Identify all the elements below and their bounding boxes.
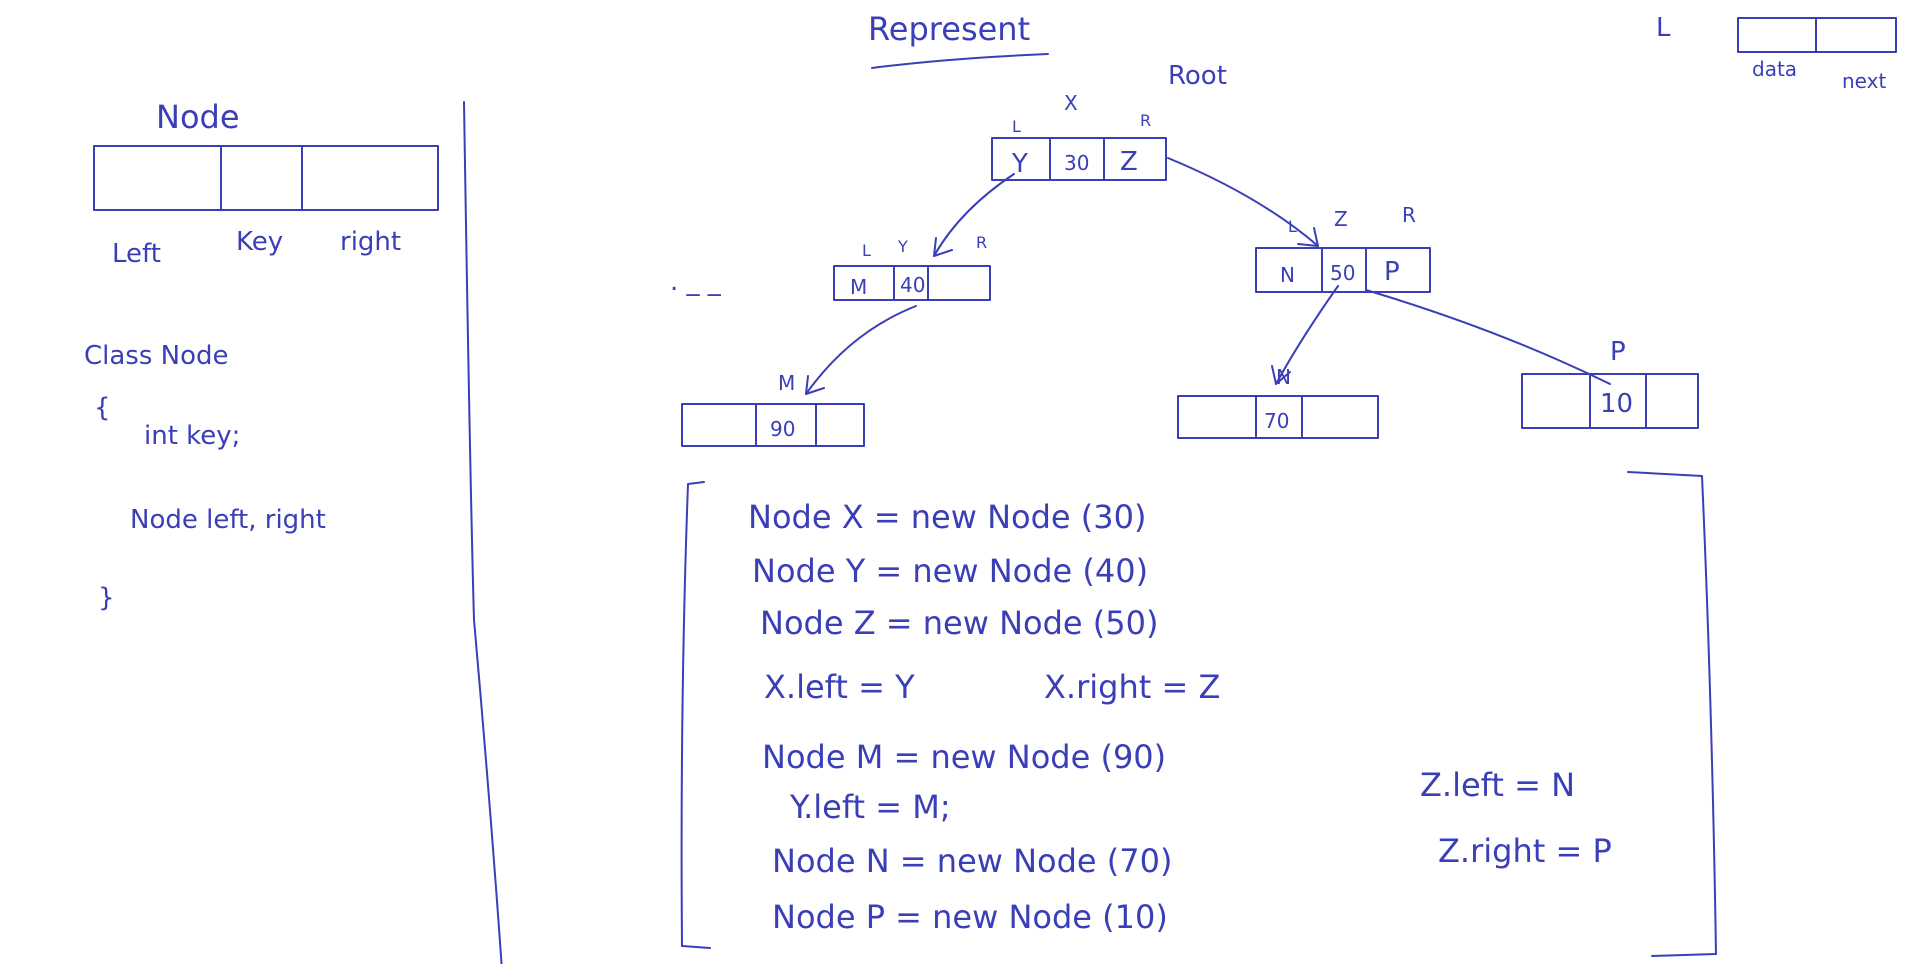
node-m-key-cell: 90	[770, 417, 795, 441]
panel-divider-line	[463, 101, 503, 964]
code-line-1: Node X = new Node (30)	[748, 498, 1146, 536]
node-x-right-cell: Z	[1120, 147, 1138, 177]
edge-x-to-z	[1167, 157, 1319, 247]
edge-z-to-p	[1365, 289, 1611, 385]
class-line-1: Class Node	[84, 341, 229, 371]
node-layout-title: Node	[156, 98, 240, 136]
node-y-right-tag: R	[976, 233, 987, 252]
node-x-key-cell: 30	[1064, 151, 1089, 175]
node-field-right-label: right	[340, 227, 401, 257]
node-p-box	[1521, 373, 1699, 429]
node-y-box	[833, 265, 991, 301]
node-n-box	[1177, 395, 1379, 439]
linked-list-data-label: data	[1752, 57, 1797, 81]
node-z-left-cell: N	[1280, 263, 1295, 287]
node-field-key-label: Key	[236, 227, 283, 257]
node-z-key-cell: 50	[1330, 261, 1355, 285]
node-x-right-tag: R	[1140, 111, 1151, 130]
code-line-8: Node N = new Node (70)	[772, 842, 1172, 880]
code-line-2: Node Y = new Node (40)	[752, 552, 1148, 590]
node-z-right-cell: P	[1384, 257, 1400, 287]
tree-ellipsis: . _ _	[670, 267, 722, 297]
code-left-bracket	[680, 481, 711, 949]
code-right-bracket	[1627, 471, 1717, 957]
linked-list-next-label: next	[1842, 69, 1886, 93]
code-side-line-2: Z.right = P	[1438, 832, 1612, 870]
class-open-brace: {	[94, 393, 111, 423]
linked-list-node-box	[1737, 17, 1897, 53]
node-p-name: P	[1610, 337, 1626, 367]
node-z-box	[1255, 247, 1431, 293]
code-line-9: Node P = new Node (10)	[772, 898, 1168, 936]
class-line-3: Node left, right	[130, 505, 326, 535]
code-line-5: X.right = Z	[1044, 668, 1220, 706]
edge-x-to-y	[933, 173, 1015, 257]
root-label: Root	[1168, 61, 1227, 91]
node-p-key-cell: 10	[1600, 389, 1633, 419]
linked-list-marker: L	[1656, 13, 1671, 43]
code-line-4: X.left = Y	[764, 668, 915, 706]
code-line-7: Y.left = M;	[789, 788, 951, 826]
node-n-key-cell: 70	[1264, 409, 1289, 433]
node-layout-box	[93, 145, 439, 211]
node-z-right-tag: R	[1402, 203, 1416, 227]
class-line-2: int key;	[144, 421, 240, 451]
node-y-name: Y	[897, 237, 908, 256]
node-field-left-label: Left	[112, 239, 161, 269]
heading-text: Represent	[868, 10, 1030, 48]
node-x-box	[991, 137, 1167, 181]
node-x-left-cell: Y	[1011, 149, 1028, 179]
heading-underline	[871, 53, 1049, 69]
edge-z-to-n	[1271, 285, 1339, 385]
node-y-key-cell: 40	[900, 273, 925, 297]
code-line-3: Node Z = new Node (50)	[760, 604, 1158, 642]
node-m-box	[681, 403, 865, 447]
code-line-6: Node M = new Node (90)	[762, 738, 1166, 776]
node-x-name: X	[1064, 91, 1078, 115]
node-y-left-tag: L	[862, 241, 871, 260]
class-close-brace: }	[98, 583, 115, 613]
node-m-name: M	[778, 371, 795, 395]
code-side-line-1: Z.left = N	[1420, 766, 1575, 804]
node-z-name: Z	[1334, 207, 1348, 231]
node-y-left-cell: M	[850, 275, 867, 299]
node-x-left-tag: L	[1012, 117, 1021, 136]
edge-y-to-m	[805, 305, 917, 395]
